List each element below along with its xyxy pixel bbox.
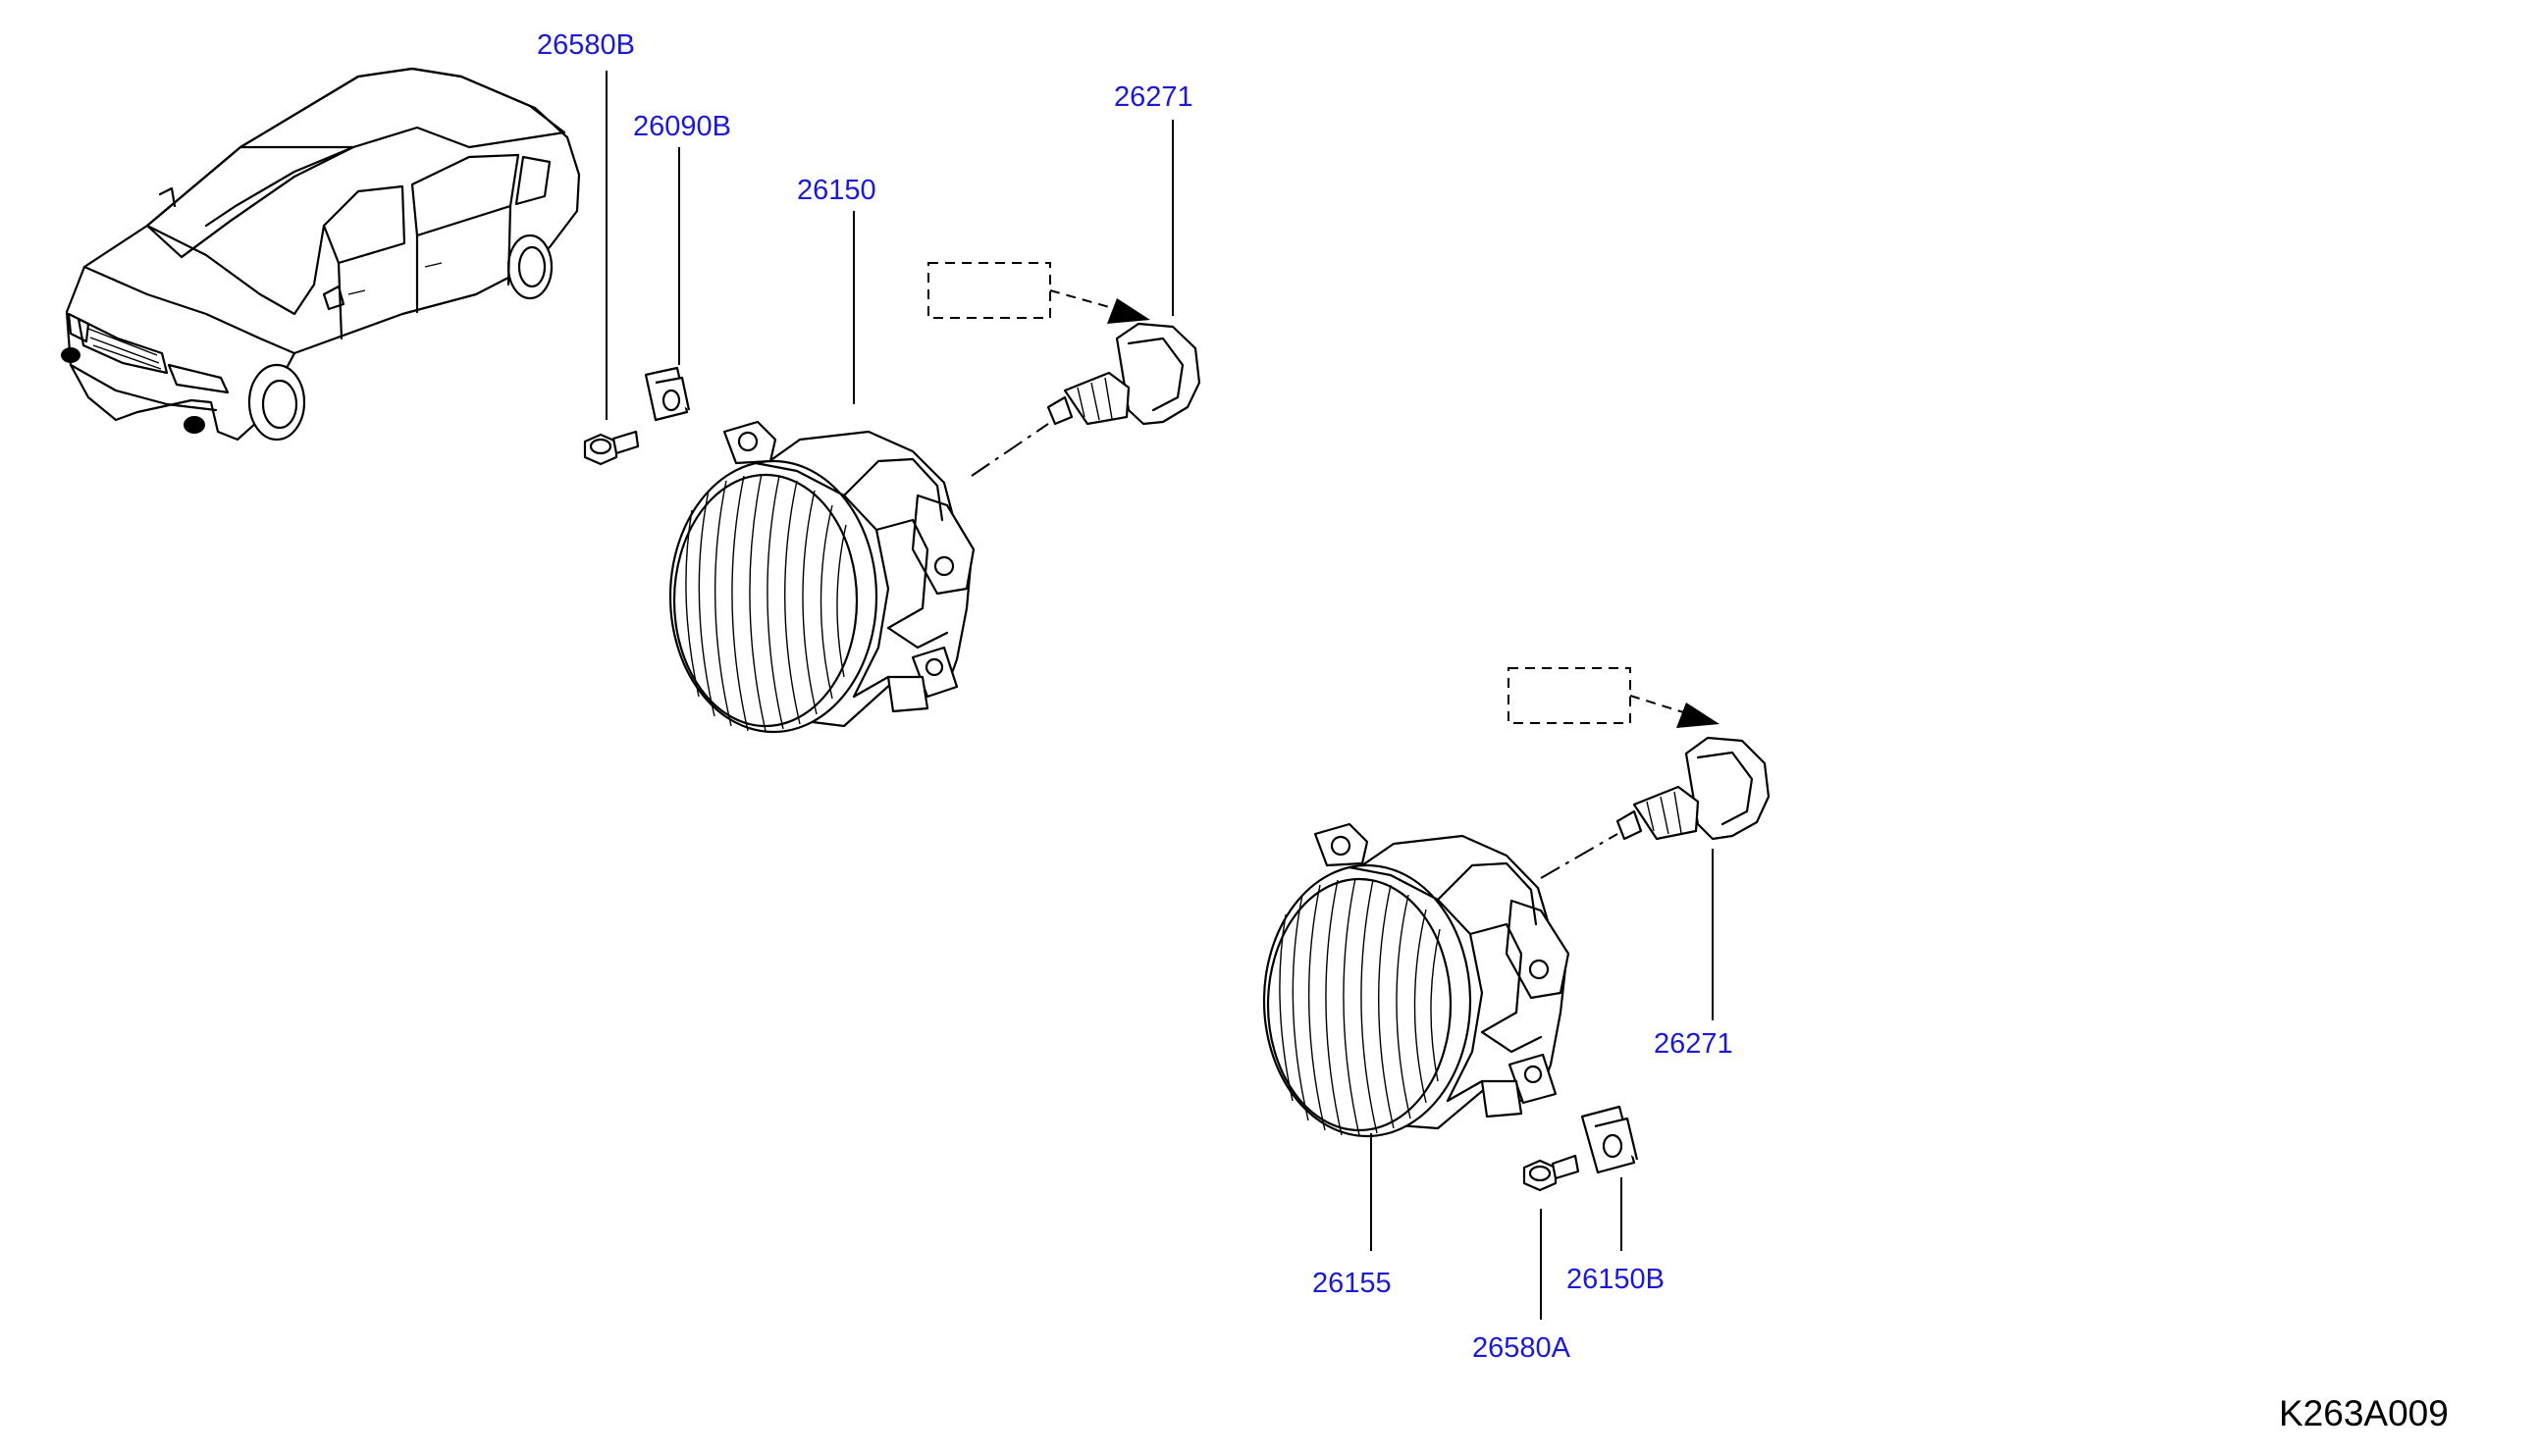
callout-26271-top[interactable]: 26271 xyxy=(1114,81,1193,113)
callout-26150[interactable]: 26150 xyxy=(797,175,876,206)
callout-26155[interactable]: 26155 xyxy=(1312,1268,1392,1299)
clip-nut-icon xyxy=(1580,1105,1639,1174)
callout-26271-bottom[interactable]: 26271 xyxy=(1654,1028,1733,1060)
vehicle-sedan-icon xyxy=(61,67,581,442)
callout-26150B[interactable]: 26150B xyxy=(1566,1264,1665,1295)
callout-26580A[interactable]: 26580A xyxy=(1472,1332,1570,1364)
bolt-icon xyxy=(1522,1154,1580,1192)
arrow-upper xyxy=(1107,298,1150,324)
bolt-icon xyxy=(583,430,640,466)
callout-26580B[interactable]: 26580B xyxy=(537,29,635,61)
arrow-lower xyxy=(1676,702,1719,728)
reference-box-upper xyxy=(927,262,1051,319)
callout-26090B[interactable]: 26090B xyxy=(633,111,731,142)
diagram-code: K263A009 xyxy=(2279,1393,2449,1433)
bulb-icon xyxy=(1615,736,1771,841)
reference-box-lower xyxy=(1508,667,1631,724)
bulb-icon xyxy=(1046,322,1201,426)
clip-nut-icon xyxy=(644,366,691,422)
fog-lamp-right-icon xyxy=(1262,822,1570,1138)
fog-lamp-left-icon xyxy=(668,420,976,734)
